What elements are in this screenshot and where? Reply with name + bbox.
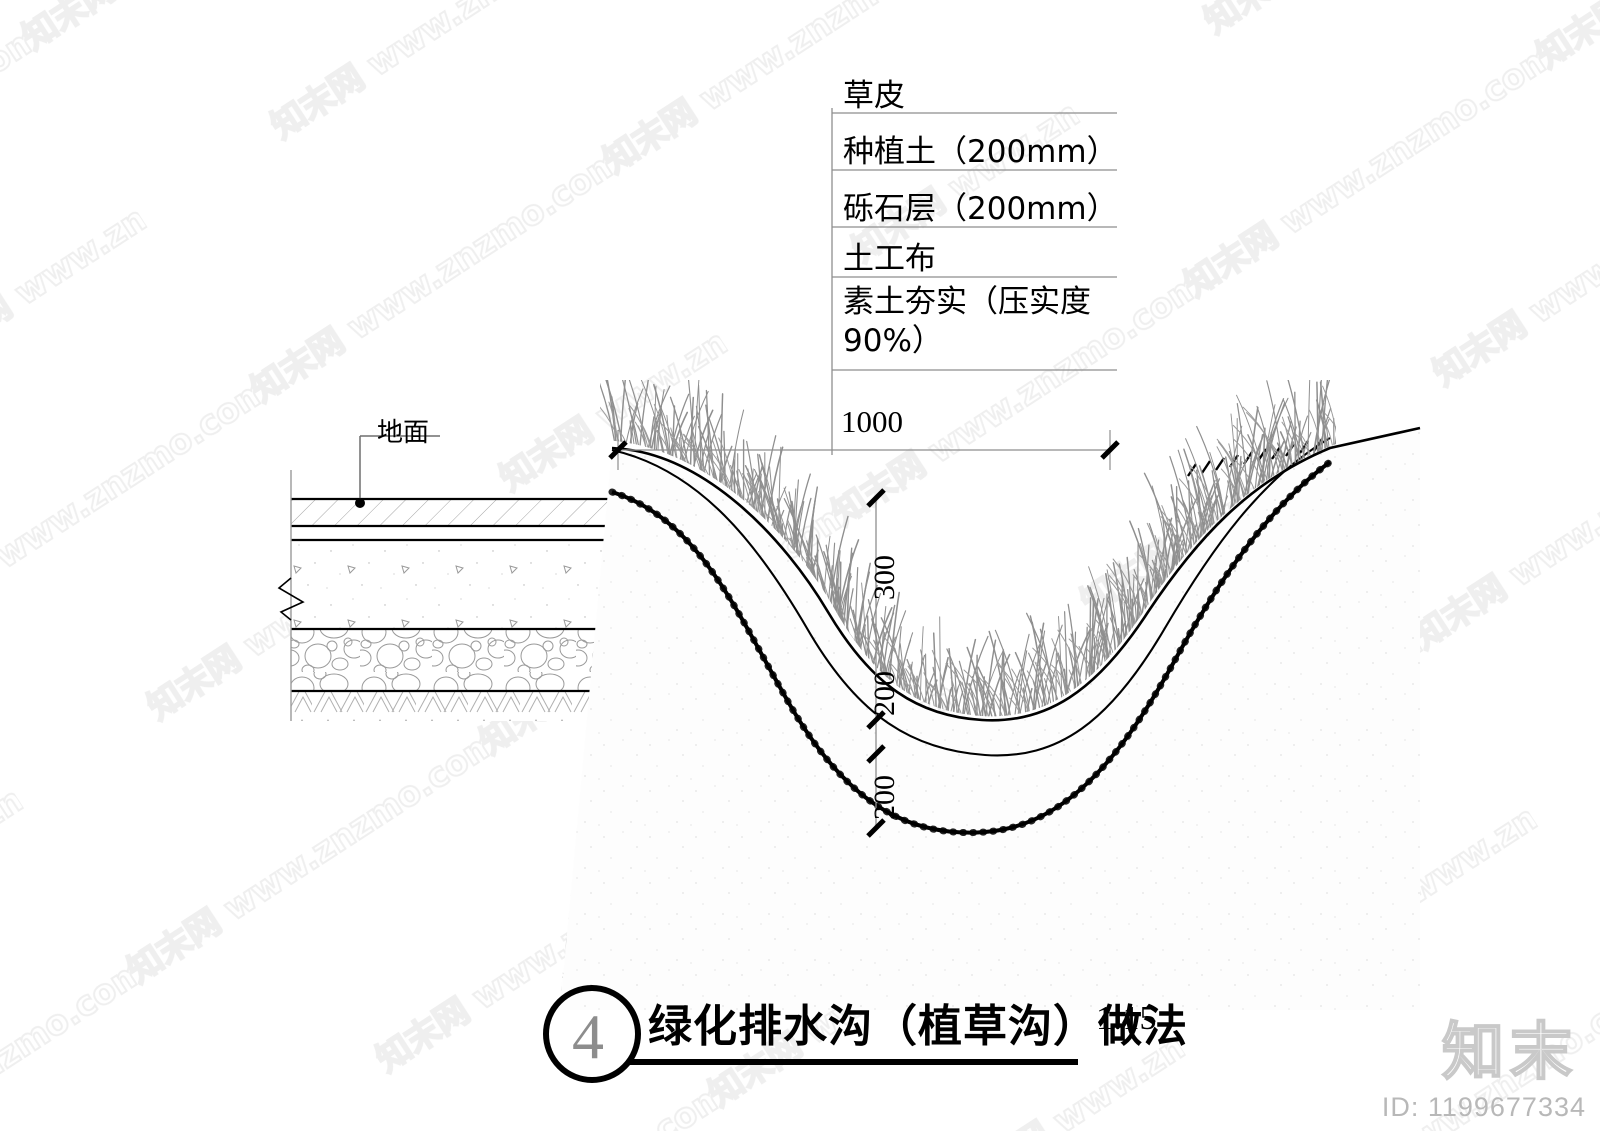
dimension-label-200-gravel: 200 xyxy=(868,775,901,820)
dimension-label-200-planting: 200 xyxy=(868,671,901,716)
ground-label-leader xyxy=(355,435,440,508)
title-block-graphics xyxy=(543,985,1078,1083)
pavement-bedding-layer xyxy=(291,526,621,540)
legend-label-planting-soil: 种植土（200mm） xyxy=(843,134,1118,170)
pavement-subgrade-layer xyxy=(291,691,621,721)
geotextile-texture xyxy=(608,458,1334,837)
watermark-id: ID: 1199677334 xyxy=(1381,1092,1586,1123)
swale-finished-surface xyxy=(611,426,1421,722)
pavement-surface-layer xyxy=(291,499,621,526)
pavement-section xyxy=(277,470,623,721)
gravel-planting-interface xyxy=(611,437,1331,757)
legend-leader-lines xyxy=(831,108,1117,455)
existing-ground-hatch xyxy=(1187,438,1323,477)
dimension-depth-chain xyxy=(866,488,886,838)
legend-label-subgrade: 素土夯实（压实度90%） xyxy=(843,284,1091,359)
legend-label-turf: 草皮 xyxy=(843,78,905,114)
ground-label: 地面 xyxy=(377,418,430,448)
dimension-width-1000 xyxy=(608,430,1120,470)
pavement-concrete-layer xyxy=(291,540,621,629)
dimension-label-300: 300 xyxy=(868,555,901,600)
detail-marker-circle xyxy=(543,985,641,1083)
scale-label: 1:15 xyxy=(1096,1000,1157,1037)
watermark-logo: 知末 xyxy=(1441,1015,1578,1088)
pavement-layer-lines xyxy=(291,497,621,693)
legend-label-geotextile: 土工布 xyxy=(843,241,936,277)
dim-tick-top xyxy=(866,488,886,508)
dim-tick-mid2 xyxy=(866,744,886,764)
dim-tick-bottom xyxy=(866,818,886,838)
page-title: 绿化排水沟（植草沟）做法 xyxy=(648,1001,1188,1052)
pavement-gravel-layer xyxy=(291,629,621,691)
legend-label-gravel: 砾石层（200mm） xyxy=(843,191,1118,227)
swale-soil-fill xyxy=(560,430,1420,1010)
dimension-label-1000: 1000 xyxy=(841,404,903,439)
detail-number: 4 xyxy=(572,1001,604,1072)
break-line xyxy=(277,470,305,721)
dim-tick-mid1 xyxy=(866,710,886,730)
